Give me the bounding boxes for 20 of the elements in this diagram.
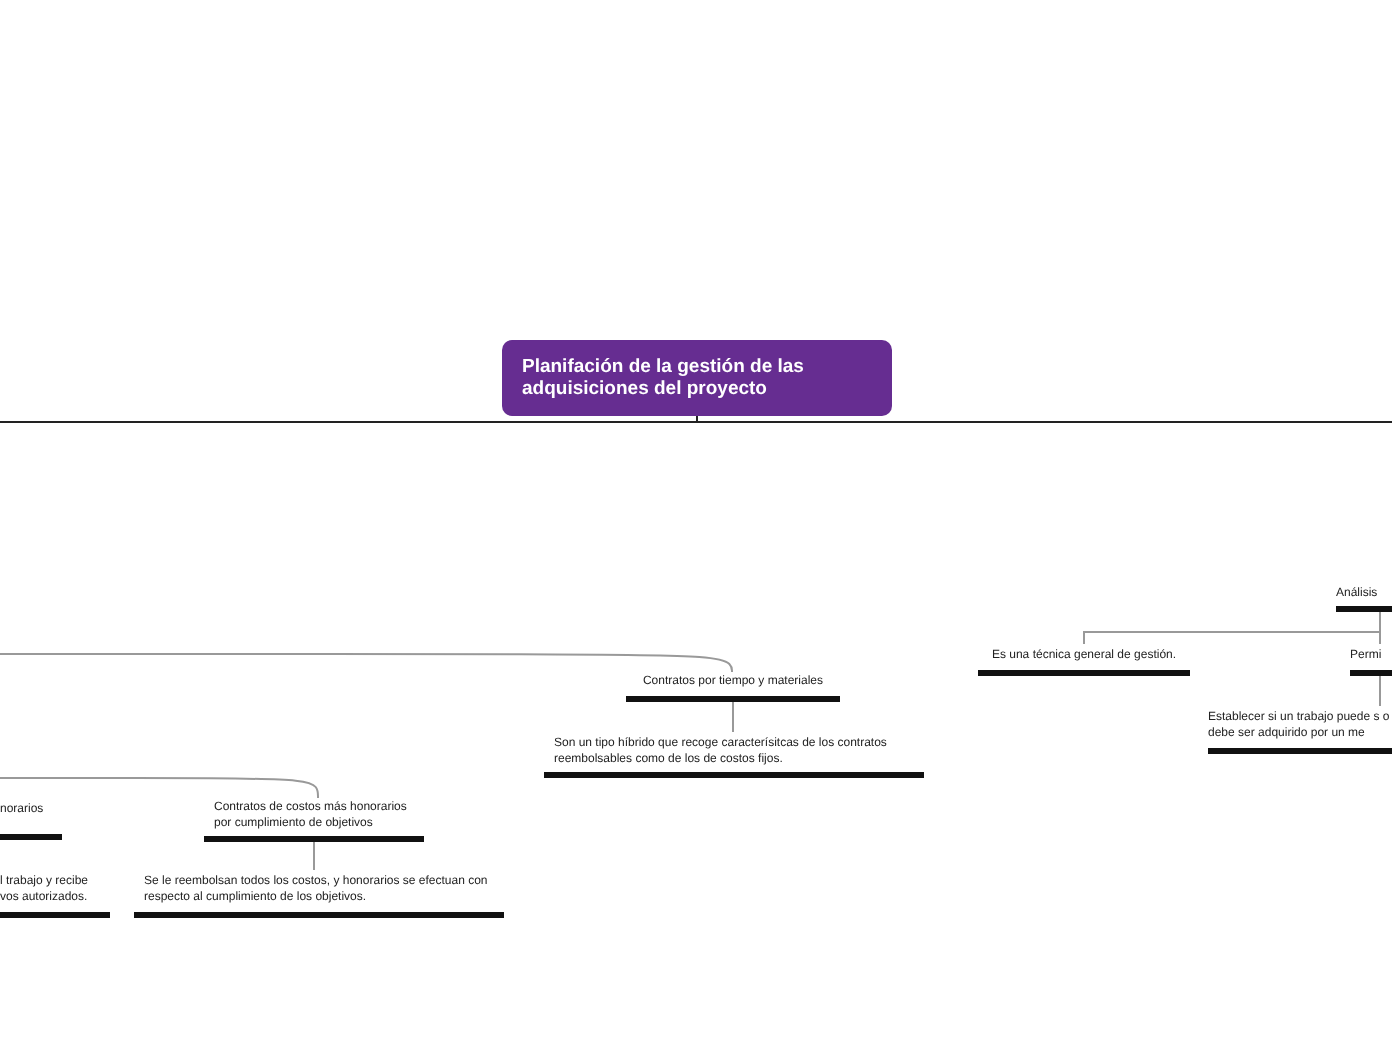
- subtopic: [204, 802, 424, 842]
- subtopic: [1208, 712, 1392, 753]
- subtopic: [134, 876, 504, 918]
- connector-line: [0, 777, 319, 799]
- connector-line: [696, 415, 1392, 423]
- subtopic: [1350, 650, 1392, 676]
- subtopic: [544, 738, 924, 778]
- topic-title: Planifación de la gestión de las adquisiciones del proyecto: [522, 356, 806, 400]
- connector-line: [1379, 611, 1381, 645]
- connector-line: [313, 841, 315, 871]
- connector-line: [0, 653, 733, 673]
- subtopic: [978, 650, 1190, 676]
- subtopic: [0, 804, 62, 840]
- subtopic: [626, 676, 840, 702]
- connector-line: [1379, 675, 1381, 707]
- main-topic-box: [502, 340, 892, 416]
- connector-line: [732, 701, 734, 733]
- connector-line: [0, 415, 698, 423]
- subtopic: [1336, 588, 1392, 612]
- subtopic: [0, 876, 110, 918]
